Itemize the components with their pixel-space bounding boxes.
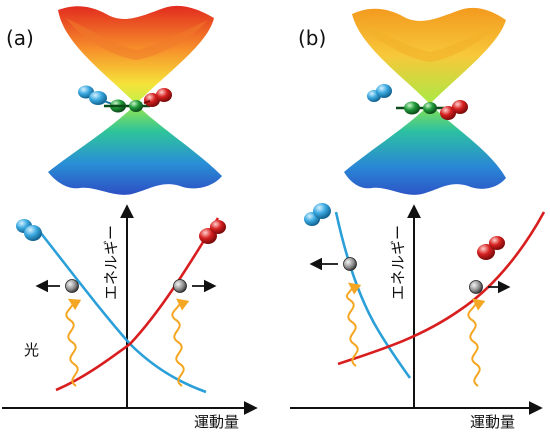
- spin-green-cone-a: [104, 99, 150, 113]
- panel-a-label: (a): [6, 26, 34, 50]
- spin-blue-band-a: [16, 219, 42, 241]
- band-red-b: [337, 211, 546, 366]
- spin-red-cone-a: [143, 88, 172, 107]
- photon-left-a: [65, 298, 82, 387]
- upper-cone-a-rim: [66, 18, 208, 60]
- upper-cone-b-rim: [360, 22, 500, 62]
- spin-blue-band-b: [304, 203, 331, 226]
- electron-left-a: [65, 279, 79, 293]
- spin-blue-cone-b: [367, 84, 392, 102]
- dirac-cone-a: [48, 5, 222, 195]
- photon-left-b: [345, 282, 362, 367]
- x-axis-label-a: 運動量: [194, 413, 239, 431]
- y-axis-label-b: エネルギー: [389, 225, 407, 300]
- x-axis-label-b: 運動量: [470, 413, 515, 431]
- band-red-a: [55, 217, 220, 392]
- electron-right-a: [173, 279, 187, 293]
- spin-green-cone-b: [396, 101, 444, 115]
- panel-b-label: (b): [298, 26, 326, 50]
- electron-left-b: [343, 257, 357, 271]
- lower-cone-b: [344, 104, 506, 195]
- photon-right-a: [171, 298, 190, 387]
- spin-blue-cone-a: [78, 85, 113, 105]
- spin-red-band-b: [477, 236, 505, 260]
- dirac-cone-b: [344, 7, 506, 195]
- electron-right-b: [469, 280, 483, 294]
- band-blue-a: [38, 231, 207, 394]
- spin-red-band-a: [199, 220, 226, 244]
- spin-red-cone-b: [440, 100, 468, 120]
- light-label-a: 光: [24, 341, 39, 359]
- lower-cone-a: [48, 104, 222, 195]
- y-axis-label-a: エネルギー: [102, 225, 120, 300]
- panel-a: (a) 運動量 エネルギー: [2, 5, 258, 431]
- photon-right-b: [467, 298, 486, 387]
- band-blue-b: [334, 211, 412, 379]
- panel-b: (b) 運動量 エネルギー: [290, 7, 546, 431]
